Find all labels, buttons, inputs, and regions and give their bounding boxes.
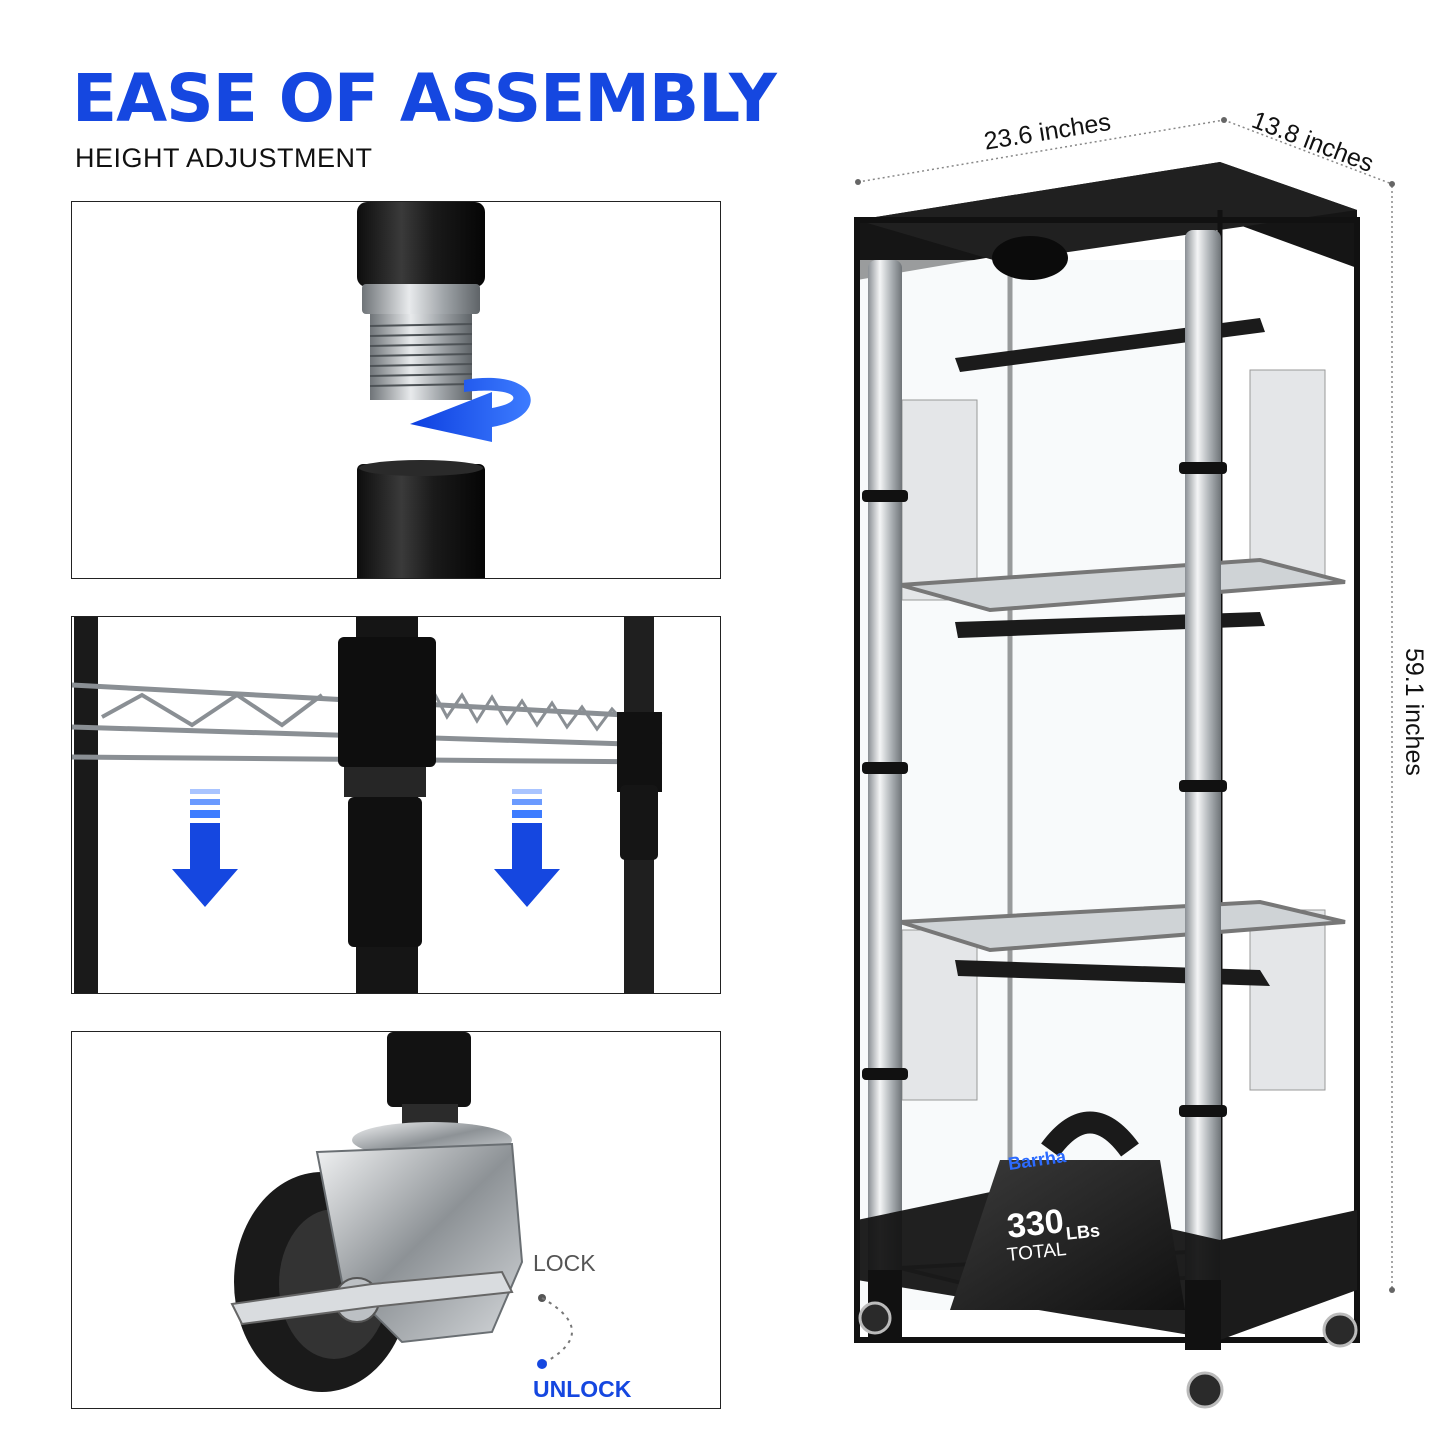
panel-threaded-connector (71, 201, 721, 579)
page-subtitle: HEIGHT ADJUSTMENT (75, 143, 373, 173)
panel-shelf-sleeve (71, 616, 721, 994)
weight-icon (950, 1111, 1185, 1310)
lock-label: LOCK (533, 1250, 596, 1276)
rotate-arrow-icon (410, 377, 531, 442)
brand-logo (992, 236, 1068, 280)
height-dimension: 59.1 inches (1400, 648, 1428, 776)
weight-unit: LBs (1064, 1220, 1101, 1244)
shelf-sleeve-illustration (72, 617, 663, 993)
down-arrow-icon (172, 789, 238, 907)
caster-wheel-illustration (230, 1032, 573, 1392)
down-arrow-icon (494, 789, 560, 907)
page-title: EASE OF ASSEMBLY (72, 60, 777, 137)
threaded-connector-illustration (357, 202, 531, 578)
panel-caster-wheel: LOCK UNLOCK (71, 1031, 721, 1409)
grow-tent-illustration (854, 162, 1360, 1409)
unlock-label: UNLOCK (533, 1376, 632, 1402)
